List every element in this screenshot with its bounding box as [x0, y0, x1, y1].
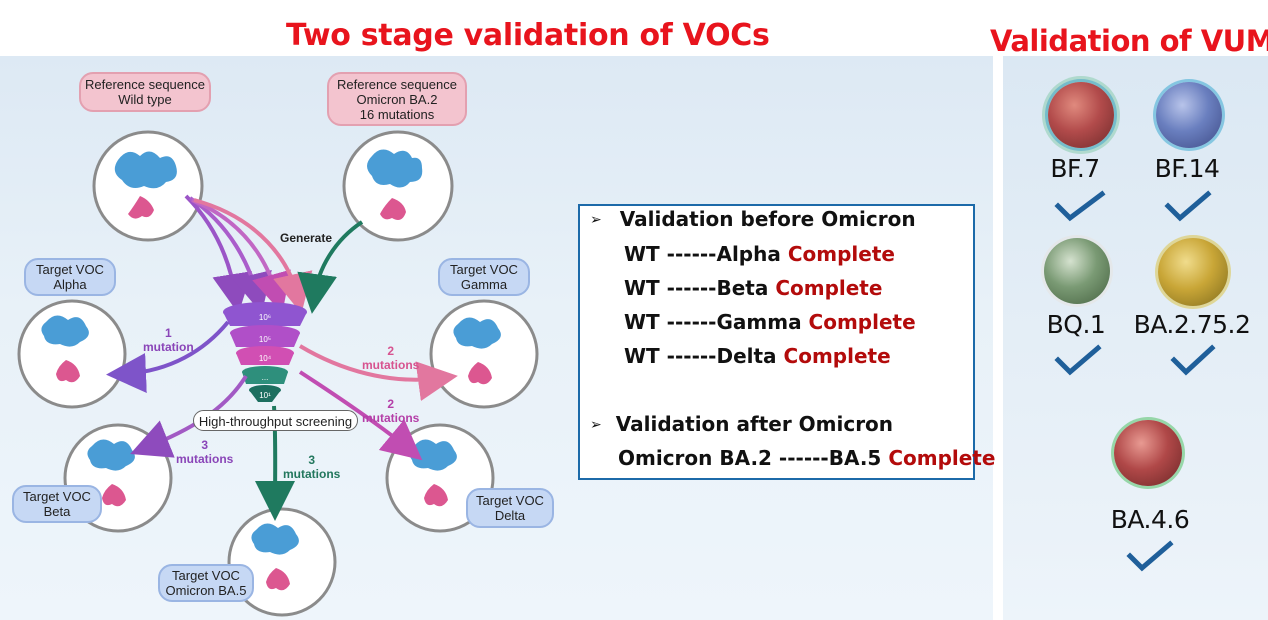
target-line: Target VOC: [172, 568, 240, 583]
vum-label-bf7: BF.7: [1050, 154, 1100, 183]
virus-bf14-icon: [1156, 82, 1222, 148]
target-line: Delta: [494, 508, 526, 523]
target-voc-beta-label: Target VOC Beta: [12, 485, 102, 523]
virus-ba2752-icon: [1158, 238, 1228, 306]
checkmark-icon: [1170, 344, 1216, 376]
protein-alpha-circle: [17, 299, 127, 409]
delta-mutation-label: 2 mutations: [362, 397, 419, 425]
target-line: Gamma: [460, 277, 508, 292]
target-line: Beta: [43, 504, 71, 519]
target-voc-ba5-label: Target VOC Omicron BA.5: [158, 564, 254, 602]
page-title: Two stage validation of VOCs: [286, 18, 770, 53]
validation-before-heading: ➢ Validation before Omicron: [590, 207, 916, 231]
alpha-mutation-label: 1 mutation: [143, 326, 194, 354]
funnel-level-label: 10⁴: [259, 354, 272, 363]
validation-row: Omicron BA.2 ------BA.5 Complete: [618, 446, 995, 470]
target-line: Omicron BA.5: [165, 583, 247, 598]
arrow-bullet-icon: ➢: [590, 212, 602, 228]
protein-wild-type-circle: [92, 130, 204, 242]
target-voc-alpha-label: Target VOC Alpha: [24, 258, 116, 296]
target-voc-delta-label: Target VOC Delta: [466, 488, 554, 528]
status-complete: Complete: [808, 310, 916, 334]
mutation-count: 2: [387, 397, 395, 411]
generation-arrows: [184, 194, 364, 314]
virus-bf7-icon: [1048, 82, 1114, 148]
checkmark-icon: [1126, 540, 1174, 572]
ba5-mutation-label: 3 mutations: [283, 453, 340, 481]
target-line: Target VOC: [476, 493, 544, 508]
mutation-unit: mutations: [176, 452, 234, 466]
validation-row: WT ------Delta Complete: [624, 344, 891, 368]
vum-title: Validation of VUMs: [990, 24, 1268, 58]
row-text: Omicron BA.2 ------BA.5: [618, 446, 882, 470]
validation-summary-box: [578, 204, 975, 480]
status-complete: Complete: [787, 242, 895, 266]
screening-funnel: 10⁶ 10⁵ 10⁴ ... 10¹: [223, 302, 307, 402]
funnel-level-label: 10¹: [259, 391, 271, 400]
protein-omicron-ba2-circle: [342, 130, 454, 242]
status-complete: Complete: [775, 276, 883, 300]
reference-line: Reference sequence: [85, 77, 205, 92]
mutation-unit: mutations: [283, 467, 341, 481]
checkmark-icon: [1054, 190, 1106, 222]
protein-gamma-circle: [429, 299, 539, 409]
row-text: WT ------Delta: [624, 344, 777, 368]
funnel-level-label: 10⁵: [259, 335, 271, 344]
heading-text: Validation before Omicron: [619, 207, 916, 231]
target-line: Target VOC: [36, 262, 104, 277]
vum-label-bf14: BF.14: [1154, 154, 1220, 183]
virus-bq1-icon: [1044, 238, 1110, 304]
validation-after-heading: ➢ Validation after Omicron: [590, 412, 893, 436]
target-line: Alpha: [53, 277, 87, 292]
validation-row: WT ------Alpha Complete: [624, 242, 895, 266]
reference-line: Omicron BA.2: [356, 91, 438, 107]
high-throughput-screening-label: High-throughput screening: [193, 410, 358, 431]
validation-row: WT ------Gamma Complete: [624, 310, 916, 334]
checkmark-icon: [1054, 344, 1102, 376]
reference-wild-type-label: Reference sequence Wild type: [79, 72, 211, 112]
generate-label: Generate: [280, 231, 333, 245]
reference-omicron-ba2-label: Reference sequence Omicron BA.2 16 mutat…: [327, 72, 467, 126]
status-complete: Complete: [888, 446, 996, 470]
mutation-count: 3: [201, 438, 209, 452]
row-text: WT ------Beta: [624, 276, 769, 300]
funnel-level-label: 10⁶: [259, 313, 271, 322]
arrow-bullet-icon: ➢: [590, 417, 602, 433]
funnel-level-label: ...: [262, 373, 269, 382]
protein-ba5-circle: [227, 507, 337, 617]
beta-mutation-label: 3 mutations: [176, 438, 233, 466]
reference-line: Reference sequence: [337, 76, 457, 92]
vum-label-ba2752: BA.2.75.2: [1133, 310, 1251, 339]
vum-panel-background: [1003, 56, 1268, 620]
vum-check-icons: [1054, 190, 1216, 572]
mutation-count: 3: [308, 453, 316, 467]
reference-line: Wild type: [118, 92, 172, 107]
gamma-mutation-label: 2 mutations: [362, 344, 419, 372]
status-complete: Complete: [783, 344, 891, 368]
target-line: Target VOC: [450, 262, 518, 277]
virus-ba46-icon: [1114, 420, 1182, 486]
reference-line: 16 mutations: [359, 106, 435, 122]
target-voc-gamma-label: Target VOC Gamma: [438, 258, 530, 296]
mutation-unit: mutations: [362, 358, 420, 372]
row-text: WT ------Gamma: [624, 310, 802, 334]
validation-row: WT ------Beta Complete: [624, 276, 882, 300]
mutation-count: 1: [164, 326, 172, 340]
row-text: WT ------Alpha: [624, 242, 781, 266]
vum-label-ba46: BA.4.6: [1110, 505, 1190, 534]
mutation-unit: mutation: [143, 340, 194, 354]
mutation-count: 2: [387, 344, 395, 358]
checkmark-icon: [1164, 190, 1212, 222]
heading-text: Validation after Omicron: [615, 412, 894, 436]
target-line: Target VOC: [23, 489, 91, 504]
vum-label-bq1: BQ.1: [1046, 310, 1106, 339]
mutation-unit: mutations: [362, 411, 420, 425]
